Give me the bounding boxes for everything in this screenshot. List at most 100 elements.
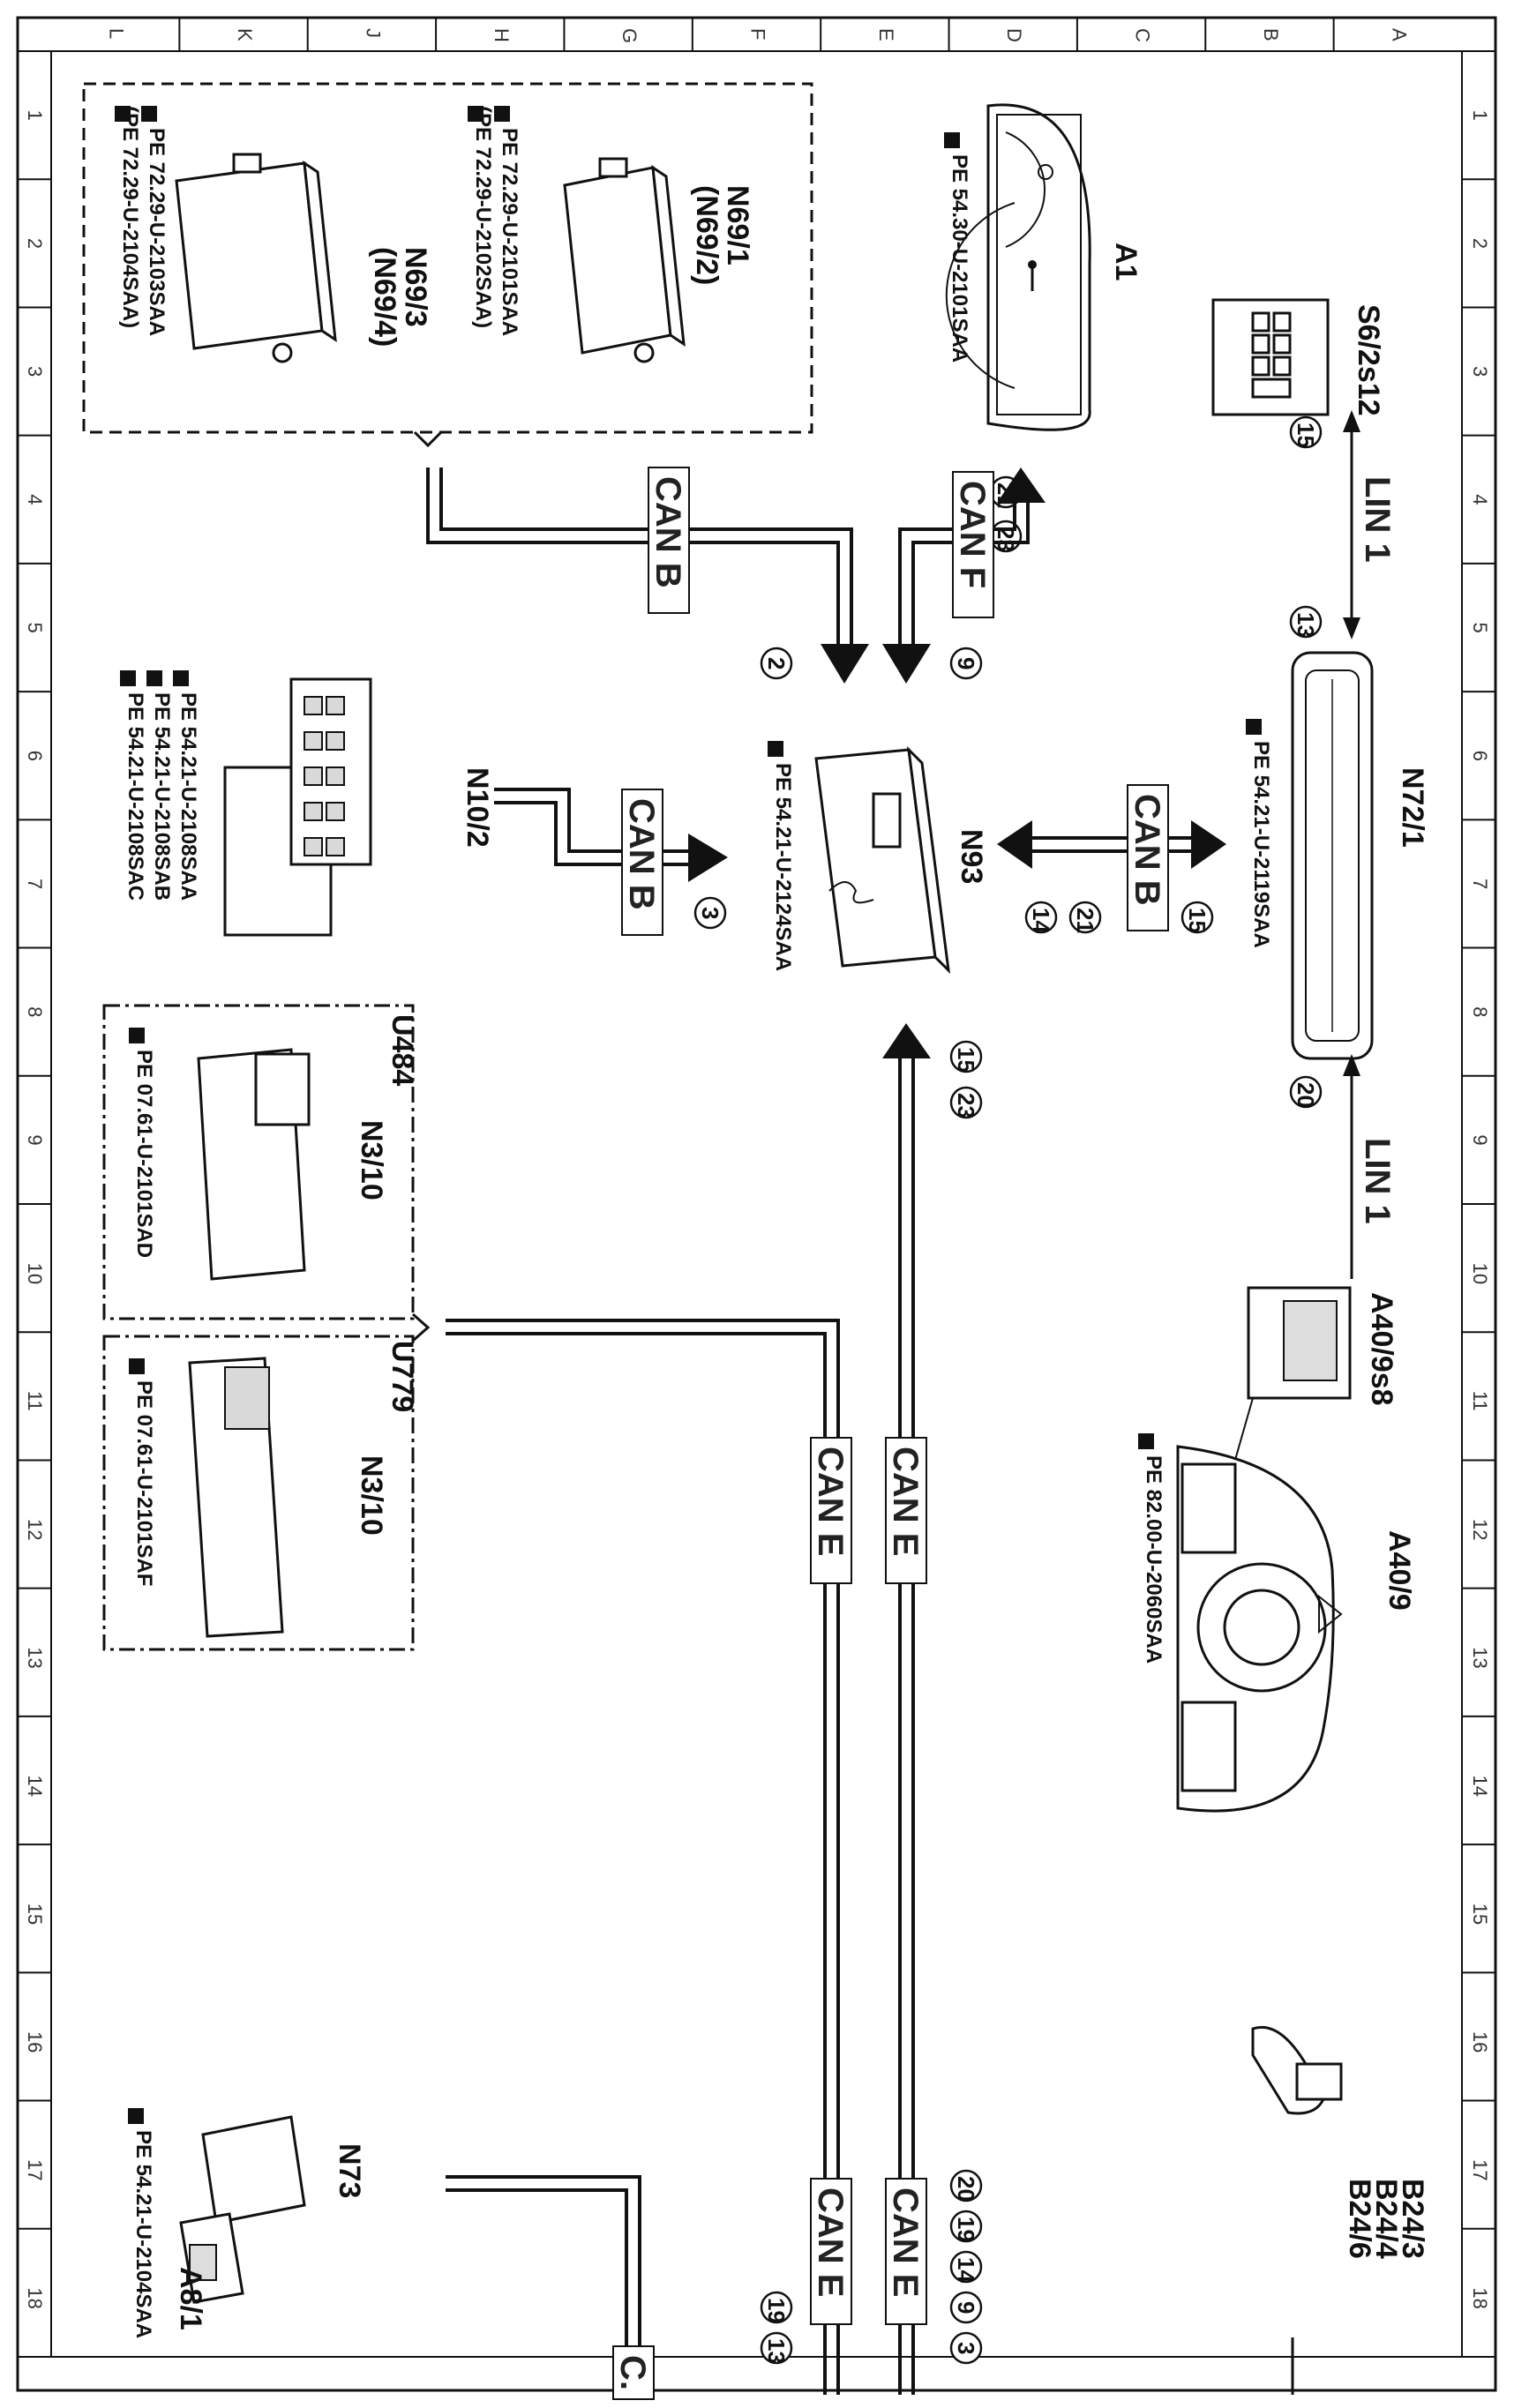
grid-number: 3 <box>1469 366 1491 377</box>
pe-reference-icon <box>146 670 162 686</box>
grid-letter: D <box>1003 28 1025 42</box>
a1-instrument-cluster: A1 PE 54.30-U-2101SAA <box>944 103 1143 431</box>
a40-9s8-switch: A40/9s8 <box>1247 1286 1398 1406</box>
a40-9s8-label: A40/9s8 <box>1365 1292 1398 1406</box>
grid-number: 15 <box>1469 1903 1491 1925</box>
arrow-icon <box>1191 820 1226 869</box>
n69-3-module: N69/3 (N69/4) PE 72.29-U-2103SAA (PE 72.… <box>115 106 432 363</box>
pin-3-b: 3 <box>953 2342 979 2354</box>
pin-circle-icon: 14 <box>949 2250 983 2283</box>
u484-n3-10-module: U484 N3/10 PE 07.61-U-2101SAD <box>129 1014 419 1281</box>
n69-1-label: N69/1 <box>721 185 754 265</box>
can-e-4-label: CAN E <box>886 2187 925 2297</box>
pin-circle-icon: 19 <box>760 2291 793 2324</box>
arrow-icon <box>997 820 1032 869</box>
grid-number: 6 <box>1469 751 1491 761</box>
pin-19-c: 19 <box>763 2298 790 2323</box>
grid-number: 7 <box>24 879 46 889</box>
pin-circle-icon: 15 <box>1289 415 1323 449</box>
grid-number: 9 <box>24 1134 46 1145</box>
n72-1-ref: PE 54.21-U-2119SAA <box>1249 741 1273 948</box>
grid-number: 16 <box>24 2031 46 2053</box>
pe-reference-icon <box>115 106 131 122</box>
arrow-icon <box>821 644 869 684</box>
can-cut-label: C. <box>613 2355 652 2390</box>
grid-letter: J <box>362 28 384 38</box>
can-b-top-label: CAN B <box>648 476 687 588</box>
pin-15-cane: 15 <box>953 1047 979 1073</box>
u484-ref: PE 07.61-U-2101SAD <box>132 1050 156 1258</box>
pin-23-cane: 23 <box>953 1093 979 1118</box>
u779-variant: U779 <box>386 1341 419 1412</box>
pin-circle-icon: 13 <box>760 2331 793 2365</box>
pin-circle-icon: 9 <box>949 2291 983 2324</box>
grid-number: 18 <box>24 2287 46 2308</box>
arrow-icon <box>1343 410 1360 432</box>
grid-number: 4 <box>24 494 46 505</box>
n93-module: N93 PE 54.21-U-2124SAA <box>768 741 988 975</box>
n69-3-label: N69/3 <box>399 247 432 327</box>
grid-letter: B <box>1260 28 1282 41</box>
grid-number: 5 <box>1469 623 1491 633</box>
n93-label: N93 <box>955 829 988 884</box>
pin-13-c: 13 <box>763 2338 790 2364</box>
grid-number: 9 <box>1469 1134 1491 1145</box>
pin-20-lin: 20 <box>1293 1082 1319 1108</box>
grid-letter: E <box>875 28 897 41</box>
pin-15-lin: 15 <box>1293 423 1319 448</box>
n72-1-label: N72/1 <box>1396 767 1429 848</box>
n73-label: N73 <box>333 2143 366 2198</box>
grid-number: 5 <box>24 623 46 633</box>
n69-1-ref1: PE 72.29-U-2101SAA <box>498 128 521 336</box>
grid-number: 13 <box>1469 1647 1491 1668</box>
pin-14-b: 14 <box>953 2257 979 2283</box>
arrow-icon <box>1343 617 1360 639</box>
grid-number: 16 <box>1469 2031 1491 2053</box>
grid-number: 18 <box>1469 2287 1491 2308</box>
pin-19-b: 19 <box>953 2217 979 2242</box>
grid-number: 8 <box>24 1006 46 1017</box>
pe-reference-icon <box>768 741 783 757</box>
n69-group-frame <box>82 82 813 434</box>
b24-label-3: B24/6 <box>1343 2179 1376 2259</box>
pin-circle-icon: 9 <box>949 647 983 680</box>
grid-number: 11 <box>1469 1391 1491 1411</box>
pe-reference-icon <box>128 2108 144 2124</box>
n69-3-ref1: PE 72.29-U-2103SAA <box>145 128 169 336</box>
arrow-icon <box>1343 1054 1360 1076</box>
n69-1-alt: (N69/2) <box>690 185 723 285</box>
grid-number: 6 <box>24 751 46 761</box>
pe-reference-icon <box>120 670 136 686</box>
grid-number: 14 <box>1469 1776 1491 1797</box>
n93-ref: PE 54.21-U-2124SAA <box>771 763 795 971</box>
pin-circle-icon: 2 <box>760 647 793 680</box>
a8-1-label: A8/1 <box>174 2267 207 2330</box>
can-f-label: CAN F <box>953 481 992 588</box>
pin-circle-icon: 15 <box>1180 901 1214 934</box>
grid-number: 15 <box>24 1903 46 1925</box>
lin-top-label: LIN 1 <box>1358 476 1397 563</box>
grid-number: 12 <box>24 1519 46 1540</box>
pin-circle-icon: 14 <box>1024 901 1058 933</box>
pin-circle-icon: 20 <box>1289 1075 1323 1109</box>
pe-reference-icon <box>944 132 960 148</box>
pin-circle-icon: 15 <box>949 1040 983 1073</box>
n73-ignition-switch: N73 A8/1 PE 54.21-U-2104SAA <box>128 2108 366 2338</box>
u779-n3-10-module: U779 N3/10 PE 07.61-U-2101SAF <box>129 1341 419 1638</box>
grid-letter: A <box>1388 28 1410 41</box>
n10-2-ref2: PE 54.21-U-2108SAB <box>150 692 174 901</box>
pin-3-n10: 3 <box>697 907 723 919</box>
u779-label: N3/10 <box>355 1455 388 1536</box>
n10-2-ref1: PE 54.21-U-2108SAA <box>176 692 200 901</box>
pin-circle-icon: 13 <box>1289 605 1323 639</box>
can-e-2-label: CAN E <box>886 1447 925 1556</box>
n10-2-ref3: PE 54.21-U-2108SAC <box>124 692 147 901</box>
pin-circle-icon: 20 <box>949 2169 983 2202</box>
n73-ref: PE 54.21-U-2104SAA <box>131 2130 155 2338</box>
pe-reference-icon <box>173 670 189 686</box>
n72-1-module: N72/1 PE 54.21-U-2119SAA <box>1246 651 1429 1060</box>
pin-15-n72: 15 <box>1184 908 1210 933</box>
